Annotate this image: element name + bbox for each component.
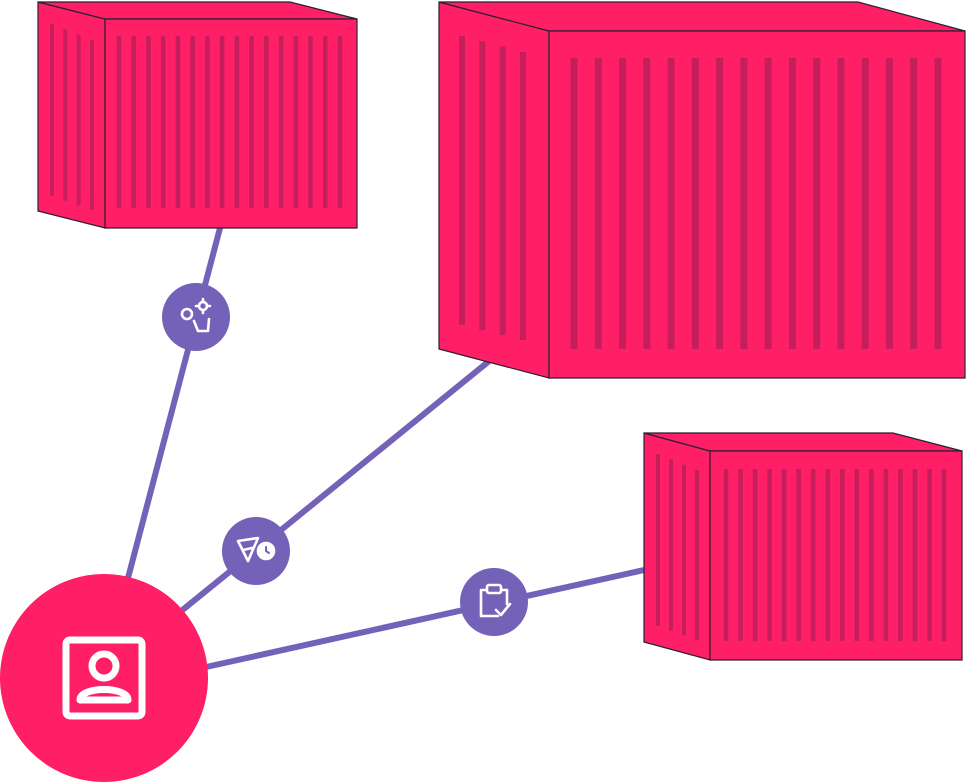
container-side-face xyxy=(438,1,550,379)
connector-top-right-badge xyxy=(222,517,290,585)
user-profile-icon xyxy=(62,636,146,720)
container-top-left xyxy=(37,1,358,229)
container-side-face xyxy=(37,1,106,229)
connector-right-badge xyxy=(460,568,528,636)
connector-top-left-line xyxy=(125,225,223,581)
container-front-face xyxy=(104,18,358,229)
container-right xyxy=(643,432,963,661)
container-front-face xyxy=(709,450,963,661)
container-front-face xyxy=(548,30,966,379)
hub-node xyxy=(0,574,208,782)
connector-top-left-badge xyxy=(162,283,230,351)
container-side-face xyxy=(643,432,711,661)
pen-clock-icon xyxy=(236,536,276,563)
container-top-right xyxy=(438,1,966,379)
settings-gears-icon xyxy=(180,297,212,333)
connector-top-right-line xyxy=(177,359,491,615)
connector-right-line xyxy=(203,567,647,670)
clipboard-check-icon xyxy=(479,583,512,618)
